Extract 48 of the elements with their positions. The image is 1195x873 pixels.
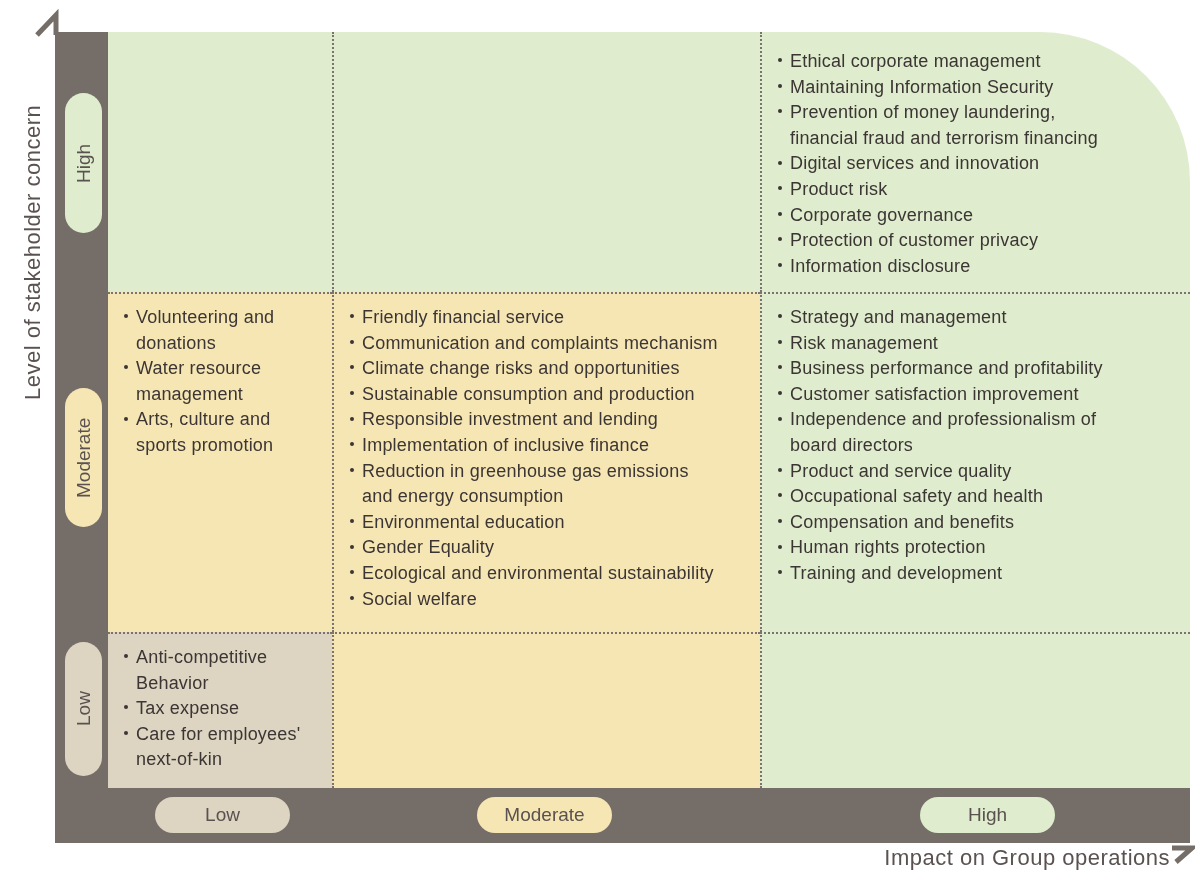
topic-item: Gender Equality — [362, 537, 495, 558]
topic-item: Responsible investment and lending — [362, 409, 658, 430]
topic-item: Sustainable consumption and production — [362, 383, 695, 404]
matrix-cell — [108, 292, 332, 632]
axis-title: Level of stakeholder concern — [20, 103, 46, 400]
topic-item: Independence and professionalism of board directors — [790, 409, 1097, 455]
topic-item: Social welfare — [362, 588, 477, 609]
topic-item: Compensation and benefits — [790, 511, 1015, 532]
topic-item: Human rights protection — [790, 537, 986, 558]
topic-item: Communication and complaints mechanism — [362, 332, 718, 353]
topic-item: Maintaining Information Security — [790, 76, 1054, 97]
matrix-cell — [332, 292, 760, 632]
topic-item: Arts, culture and sports promotion — [136, 409, 274, 455]
level-tag: Moderate — [65, 388, 102, 527]
level-tag: Low — [65, 642, 102, 776]
level-tag: Moderate — [477, 797, 612, 833]
topic-item: Ecological and environmental sustainability — [362, 562, 714, 583]
topic-item: Risk management — [790, 332, 939, 353]
topic-item: Training and development — [790, 562, 1003, 583]
topic-item: Friendly financial service — [362, 307, 565, 327]
topic-item: Anti-competitive Behavior — [136, 647, 268, 693]
topic-item: Environmental education — [362, 511, 565, 532]
topic-item: Digital services and innovation — [790, 153, 1040, 174]
topic-item: Implementation of inclusive finance — [362, 434, 650, 455]
level-tag: High — [920, 797, 1055, 833]
topic-item: Tax expense — [136, 698, 240, 719]
topic-item: Water resource management — [136, 358, 262, 404]
topic-item: Climate change risks and opportunities — [362, 358, 680, 379]
topic-item: Business performance and profitability — [790, 358, 1103, 379]
level-tag: Low — [155, 797, 290, 833]
matrix-cell — [760, 292, 1190, 632]
topic-item: Ethical corporate management — [790, 51, 1041, 71]
matrix-cell — [760, 32, 1190, 292]
matrix-cell — [108, 632, 332, 788]
topic-item: Volunteering and donations — [136, 307, 275, 353]
topic-item: Protection of customer privacy — [790, 230, 1039, 251]
topic-item: Corporate governance — [790, 204, 974, 225]
topic-item: Occupational safety and health — [790, 486, 1044, 507]
topic-item: Prevention of money laundering, financial fraud and terrorism financing — [790, 102, 1098, 148]
topic-item: Product and service quality — [790, 460, 1012, 481]
axis-title: Impact on Group operations — [884, 845, 1170, 871]
topic-item: Product risk — [790, 178, 888, 199]
level-tag: High — [65, 93, 102, 233]
topic-item: Customer satisfaction improvement — [790, 383, 1079, 404]
topic-item: Information disclosure — [790, 255, 971, 276]
topic-item: Strategy and management — [790, 307, 1007, 327]
topic-item: Reduction in greenhouse gas emissions and energy consumption — [362, 460, 689, 507]
topic-item: Care for employees' next-of-kin — [136, 723, 301, 770]
